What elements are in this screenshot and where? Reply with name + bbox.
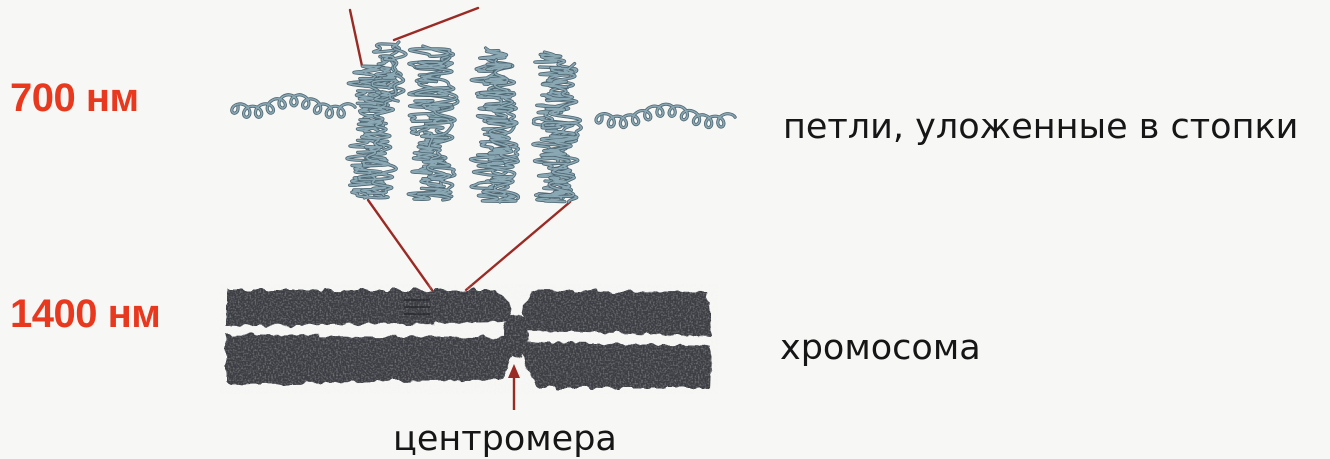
upper-pointer-line-right	[394, 8, 478, 40]
lower-pointer-line-right	[466, 202, 570, 290]
stacked-chromatin-loops	[232, 42, 735, 202]
chromosome-label: хромосома	[780, 328, 981, 368]
chromatin-tail-right	[596, 104, 735, 127]
upper-pointer-line-left	[350, 10, 362, 66]
lower-pointer-line-left	[368, 200, 432, 290]
stacked-loops-label: петли, уложенные в стопки	[783, 107, 1298, 147]
scale-label-1400nm: 1400 нм	[10, 292, 160, 337]
scale-label-700nm: 700 нм	[10, 76, 139, 121]
centromere-label: центромера	[393, 419, 617, 459]
chromosome	[220, 284, 718, 394]
